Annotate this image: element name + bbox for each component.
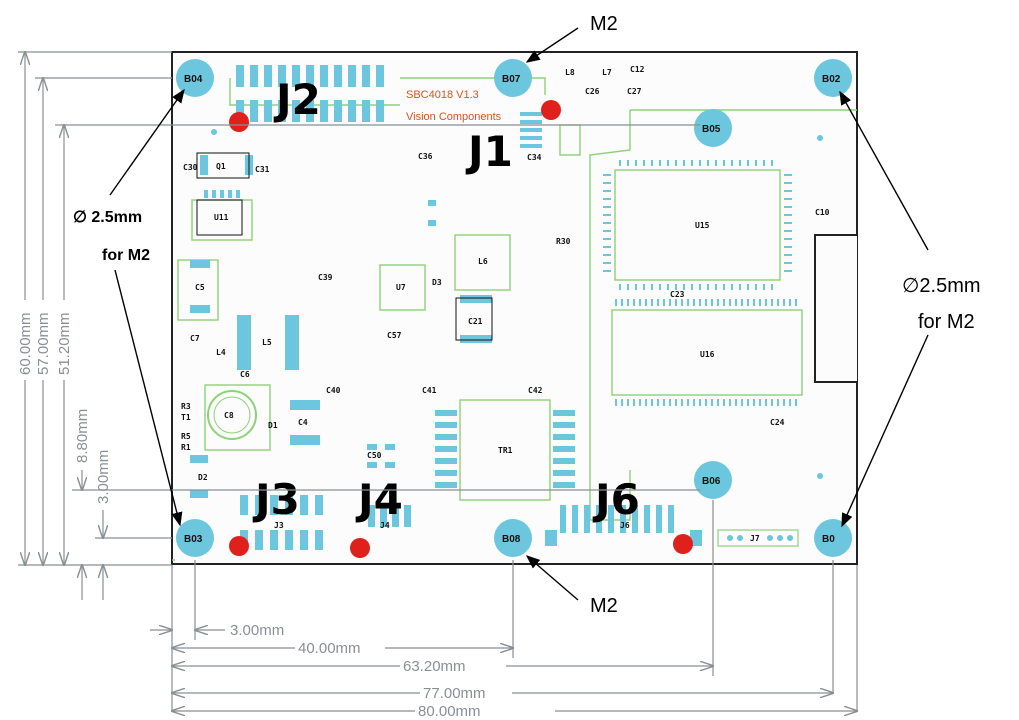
svg-text:C8: C8 [224,411,234,420]
hole-label-b07: B07 [502,74,521,85]
callout-leaders [109,27,929,601]
svg-text:U11: U11 [214,213,229,222]
dim-3mm-vertical: 3.00mm [95,450,112,504]
svg-text:R30: R30 [556,237,571,246]
svg-text:R1: R1 [181,443,191,452]
chip-bodies [190,65,857,550]
hole-b02 [814,59,852,97]
connector-j3-label: J3 [252,475,300,524]
hole-b08 [494,519,532,557]
component-labels: U15 U16 C23 C24 C10 TR1 U7 L6 L5 C8 U11 … [181,65,830,482]
connector-j4-label: J4 [355,475,403,524]
svg-text:C36: C36 [418,152,433,161]
dim-8-8mm: 8.80mm [74,409,91,463]
dim-40mm: 40.00mm [298,640,361,657]
svg-text:L5: L5 [262,338,272,347]
hole-label-b04: B04 [184,74,203,85]
board-maker: Vision Components [406,111,502,123]
connector-j1-label: J1 [465,127,513,176]
svg-text:U15: U15 [695,221,710,230]
hole-b06 [694,461,732,499]
svg-text:C23: C23 [670,290,685,299]
svg-text:C5: C5 [195,283,205,292]
connector-j2-label: J2 [273,75,321,124]
dimension-lines [18,52,857,712]
svg-text:Q1: Q1 [216,162,226,171]
pin1-markers [229,100,693,558]
callout-right-hole-size: ∅2.5mm [902,275,981,297]
hole-label-b03: B03 [184,534,203,545]
dim-63-2mm: 63.20mm [403,658,466,675]
dim-3mm: 3.00mm [230,622,284,639]
svg-text:L7: L7 [602,68,612,77]
svg-text:R5: R5 [181,432,191,441]
svg-text:C12: C12 [630,65,645,74]
svg-text:D2: D2 [198,473,208,482]
svg-text:C34: C34 [527,153,542,162]
svg-text:C27: C27 [627,87,642,96]
svg-text:C7: C7 [190,334,200,343]
callout-m2-top: M2 [590,13,618,35]
connector-j6-small: J6 [620,521,630,530]
hole-b07 [494,59,532,97]
hole-label-b02: B02 [822,74,841,85]
hole-b04 [176,59,214,97]
svg-text:R3: R3 [181,402,191,411]
svg-text:C24: C24 [770,418,785,427]
svg-text:L8: L8 [565,68,575,77]
svg-text:C4: C4 [298,418,308,427]
connector-j4-small: J4 [380,521,390,530]
svg-text:L4: L4 [216,348,226,357]
svg-text:C10: C10 [815,208,830,217]
dim-77mm: 77.00mm [423,685,486,702]
svg-text:C57: C57 [387,331,402,340]
hole-b01 [814,519,852,557]
svg-text:C31: C31 [255,165,270,174]
svg-text:C39: C39 [318,273,333,282]
svg-text:C50: C50 [367,451,382,460]
connector-j7-small: J7 [750,534,760,543]
hole-label-b08: B08 [502,534,521,545]
svg-text:C6: C6 [240,370,250,379]
connector-j6-label: J6 [592,475,640,524]
callout-m2-bottom: M2 [590,595,618,617]
dim-51mm: 51.20mm [56,312,73,375]
callout-left-hole-size: ∅ 2.5mm [73,209,142,226]
svg-text:C41: C41 [422,386,437,395]
svg-text:U7: U7 [396,283,406,292]
hole-label-b01: B0 [822,534,835,545]
svg-text:U16: U16 [700,350,715,359]
board-model: SBC4018 V1.3 [406,89,479,101]
hole-label-b06: B06 [702,476,721,487]
svg-text:C40: C40 [326,386,341,395]
hole-b05 [694,109,732,147]
svg-text:D1: D1 [268,421,278,430]
svg-text:C42: C42 [528,386,543,395]
dim-57mm: 57.00mm [35,312,52,375]
svg-text:TR1: TR1 [498,446,513,455]
mounting-holes [176,59,852,557]
connector-j3-small: J3 [274,521,284,530]
svg-text:T1: T1 [181,413,191,422]
board-outline [171,51,858,565]
callout-right-hole-screw: for M2 [918,311,975,333]
callout-left-hole-screw: for M2 [102,247,150,264]
dim-60mm: 60.00mm [17,312,34,375]
svg-text:C21: C21 [468,317,483,326]
svg-text:C30: C30 [183,163,198,172]
dim-80mm: 80.00mm [418,703,481,720]
svg-text:L6: L6 [478,257,488,266]
svg-text:C26: C26 [585,87,600,96]
hole-label-b05: B05 [702,124,721,135]
svg-text:D3: D3 [432,278,442,287]
hole-b03 [176,519,214,557]
